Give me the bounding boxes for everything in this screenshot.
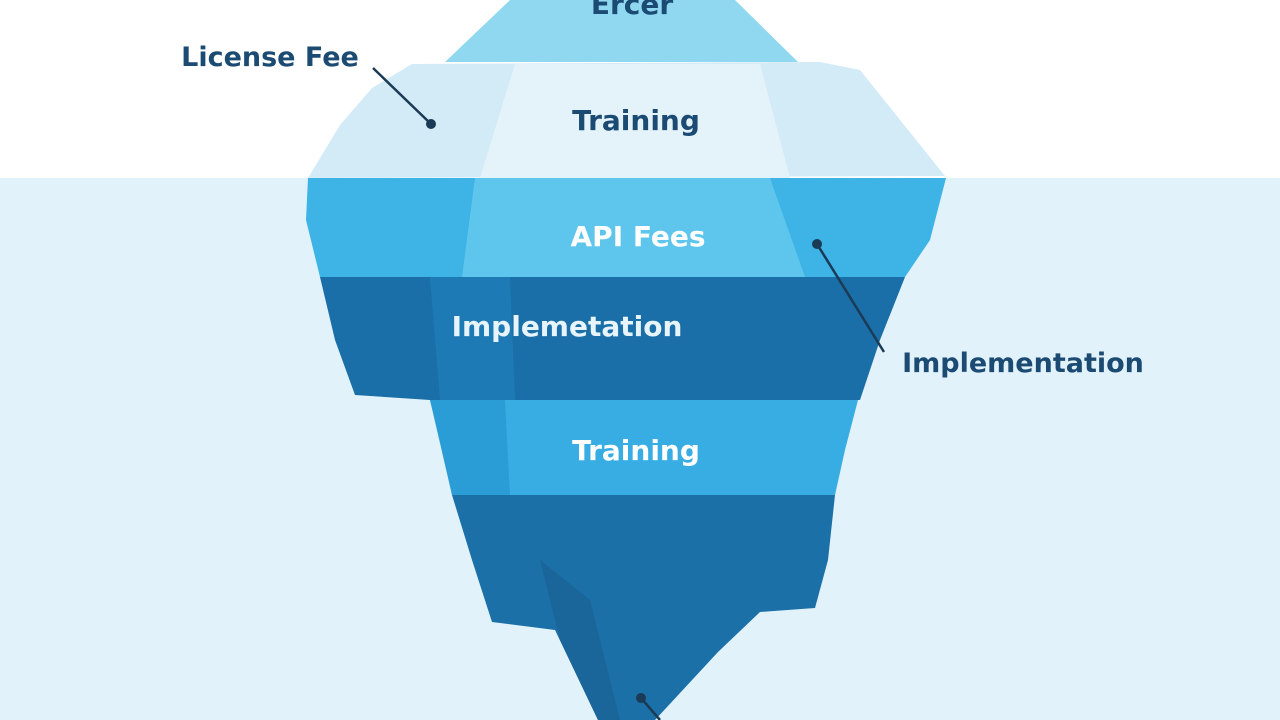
iceberg-layer-bottom-shade bbox=[540, 560, 620, 720]
iceberg-layer-implementation-shade bbox=[430, 277, 515, 400]
layer-label-training-bottom: Training bbox=[572, 434, 700, 467]
callout-implementation-dot bbox=[812, 239, 822, 249]
iceberg-layer-training-bottom bbox=[430, 400, 858, 495]
layer-label-peak: Ercer bbox=[591, 0, 674, 21]
iceberg-layer-training-bottom-shade bbox=[430, 400, 510, 495]
iceberg-layer-training-top-shade bbox=[480, 64, 790, 178]
iceberg-layer-bottom bbox=[452, 495, 835, 720]
callout-license-fee-line bbox=[372, 67, 432, 125]
iceberg-layer-peak bbox=[445, 0, 798, 62]
layer-label-training-top: Training bbox=[572, 104, 700, 137]
iceberg-layer-api-fees-shade bbox=[462, 178, 805, 277]
callout-bottom-dot bbox=[636, 693, 646, 703]
callout-implementation: Implementation bbox=[902, 348, 1144, 379]
layer-label-implemetation: Implemetation bbox=[452, 310, 683, 343]
callout-implementation-line bbox=[815, 243, 886, 353]
layer-label-api-fees: API Fees bbox=[571, 220, 706, 253]
callout-license-fee-dot bbox=[426, 119, 436, 129]
callout-license-fee: License Fee bbox=[181, 42, 359, 73]
